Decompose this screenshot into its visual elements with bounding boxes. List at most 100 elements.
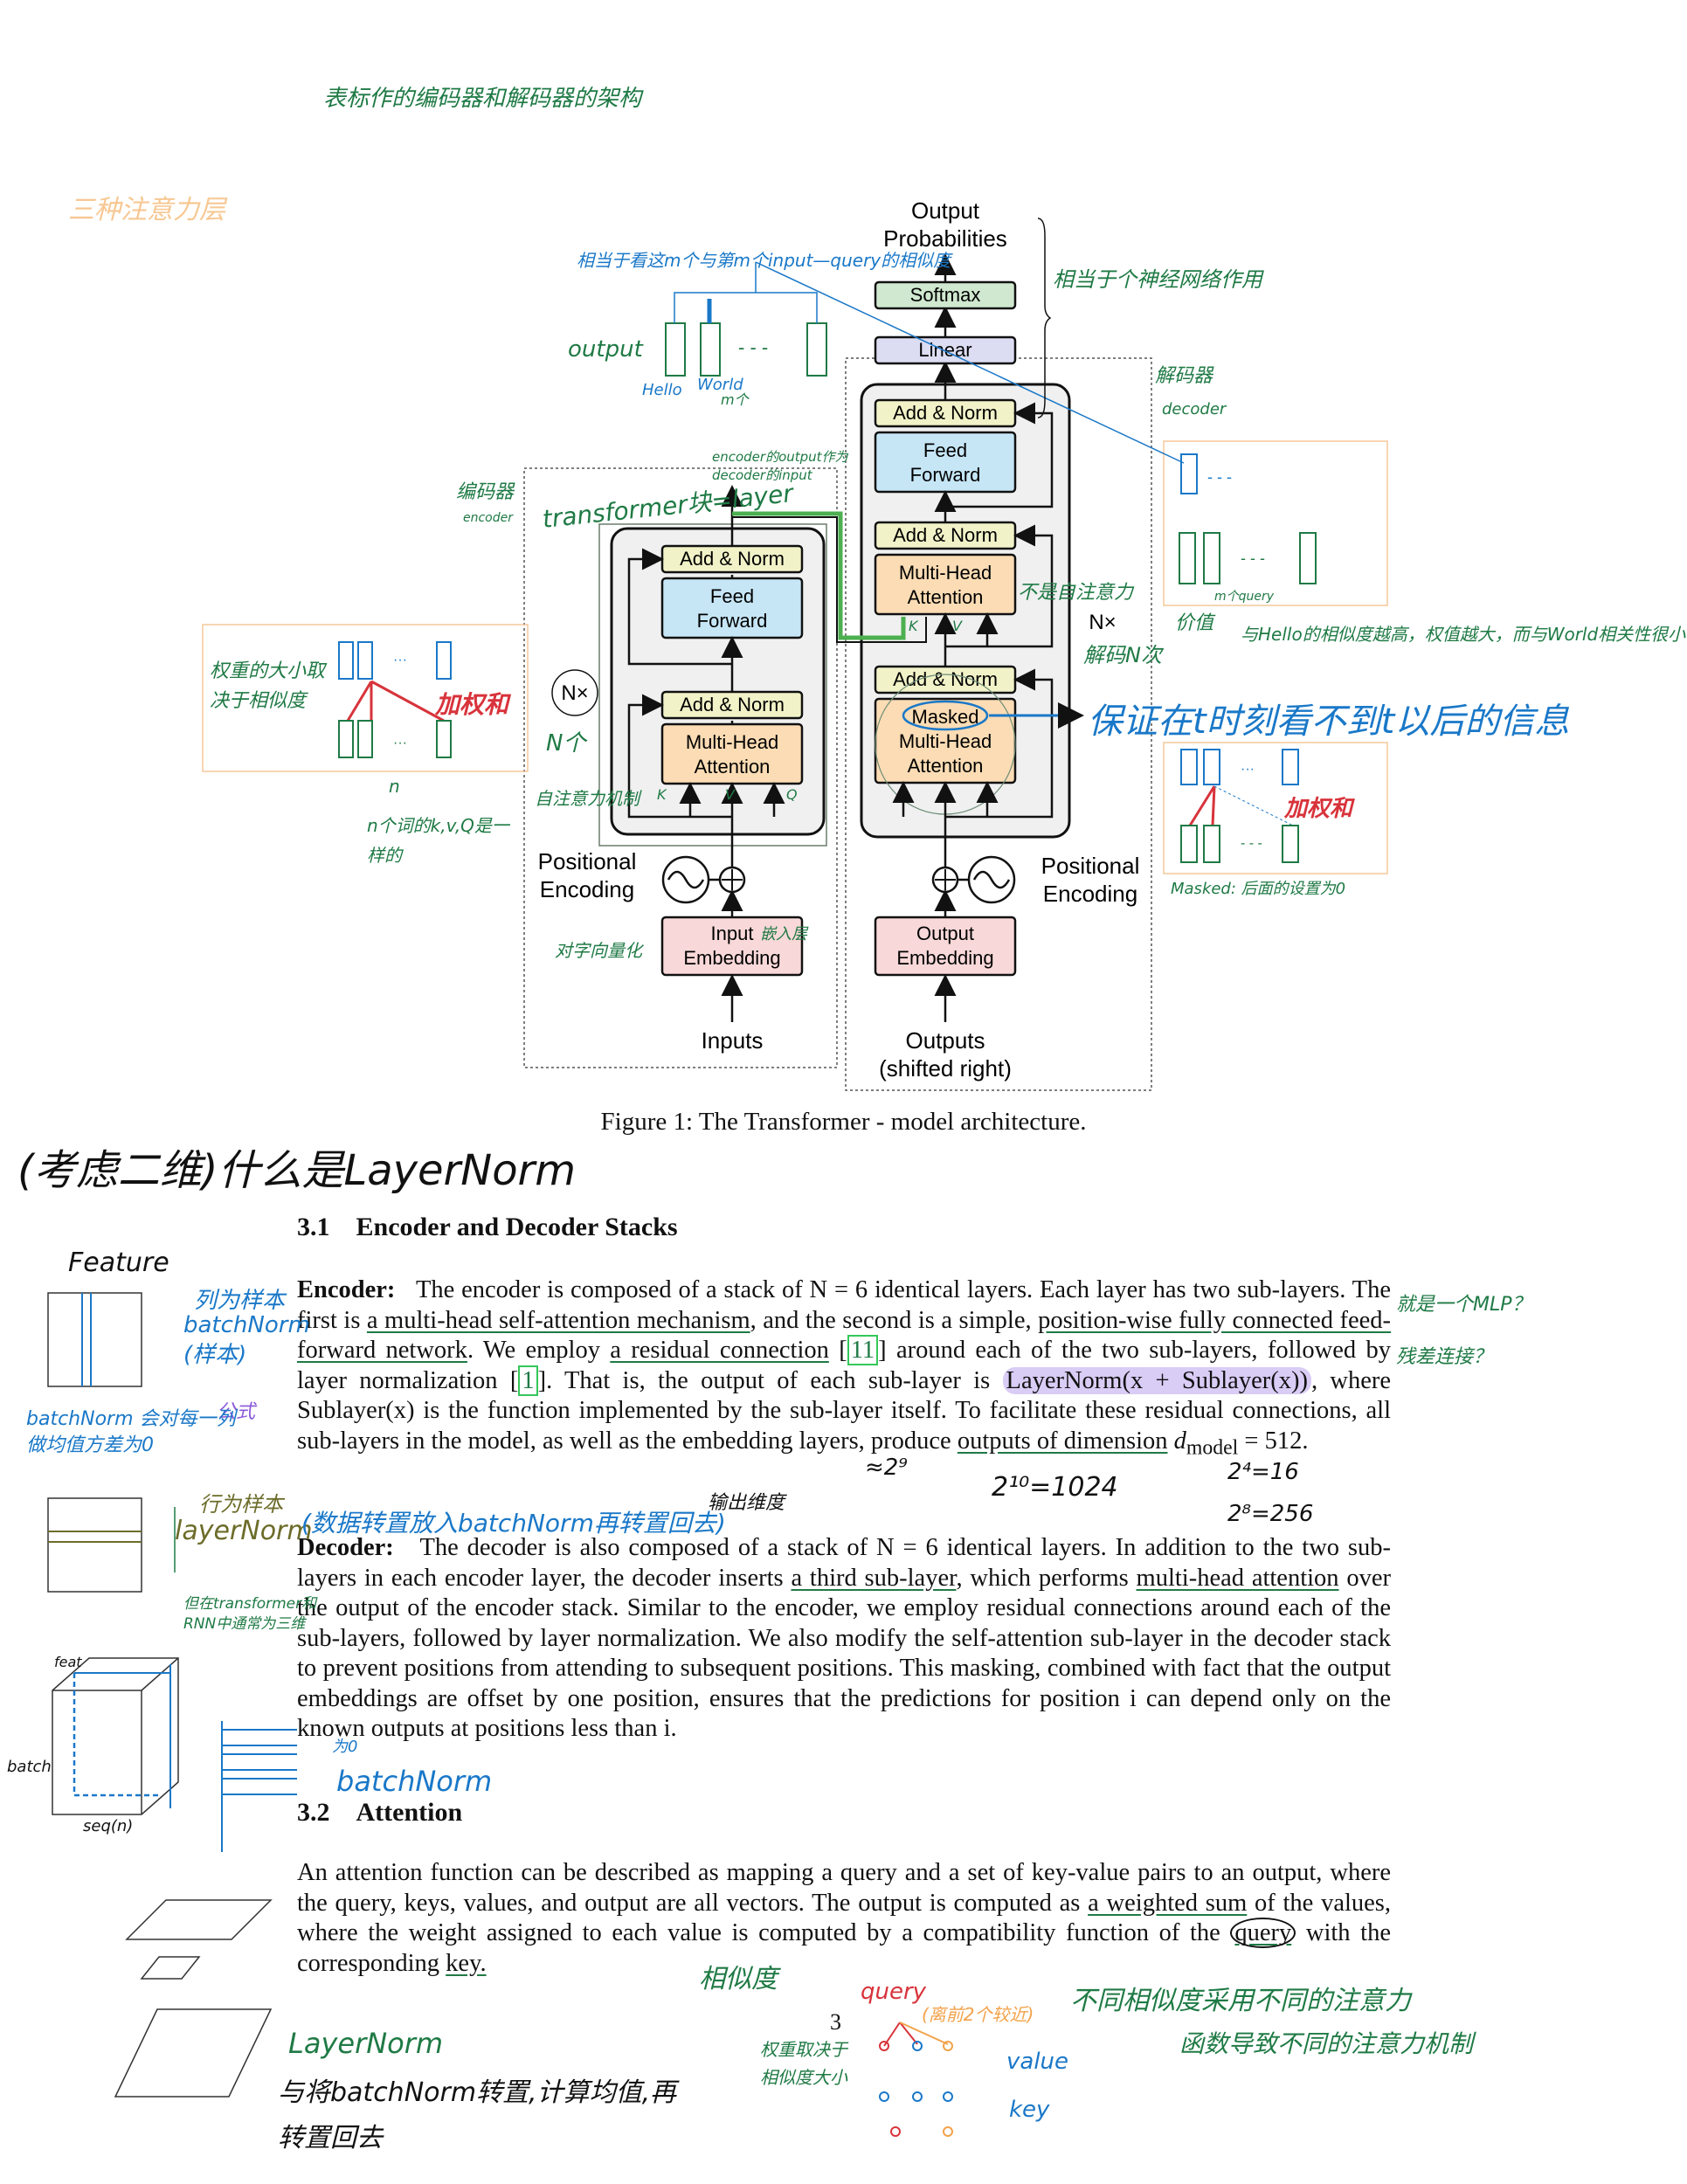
svg-text:Probabilities: Probabilities (883, 225, 1007, 252)
svg-text:- - -: - - - (1241, 549, 1265, 567)
annotation-weight-equals: 权重取决于相似度大小 (760, 2039, 847, 2088)
annotation-seq: seq(n) (83, 1817, 134, 1835)
output-probabilities: Output (911, 197, 980, 224)
svg-text:···: ··· (393, 653, 407, 667)
annotation-not-self-attention: 不是自注意力 (1018, 582, 1134, 604)
section-3-1-heading: 3.1 Encoder and Decoder Stacks (297, 1213, 678, 1241)
svg-text:- - -: - - - (1241, 836, 1262, 851)
annotation-k: K (657, 786, 667, 803)
annotation-enc-dec: encoder的output作为decoder的input (712, 449, 848, 483)
svg-text:Add & Norm: Add & Norm (893, 668, 998, 690)
svg-text:Embedding: Embedding (896, 947, 993, 969)
annotation-near-two: (离前2个较近) (922, 2004, 1034, 2025)
figure-caption: Figure 1: The Transformer - model archit… (600, 1108, 1087, 1136)
right-bottom-box (1163, 742, 1388, 874)
encoder-nx (551, 669, 598, 716)
annotation-layernorm-bottom: LayerNorm (288, 2027, 444, 2060)
svg-text:Forward: Forward (697, 610, 768, 632)
transformer-figure: Add & Norm Feed Forward Add & Norm Multi… (202, 197, 1388, 1091)
annotation-approx-29: ≈2⁹ (865, 1455, 908, 1481)
annotation-output-dim: 输出维度 (708, 1492, 785, 1514)
svg-text:Embedding: Embedding (683, 947, 780, 969)
annotation-m-query: m个query (1214, 590, 1275, 604)
svg-text:Input: Input (711, 923, 754, 944)
annotation-transformer-3d: 但在transformer和RNN中通常为三维 (183, 1595, 317, 1633)
annotation-masked-note: Masked: 后面的设置为0 (1171, 880, 1346, 898)
annotation-pow-8: 2⁸=256 (1227, 1501, 1314, 1527)
annotation-decoder-en: decoder (1162, 400, 1227, 418)
annotation-feat: feat (54, 1654, 82, 1670)
annotation-diff-sim: 不同相似度采用不同的注意力 (1070, 1986, 1411, 2016)
svg-text:- - -: - - - (1207, 468, 1232, 486)
annotation-query-similarity: 相当于看这m个与第m个input—query的相似度 (577, 250, 951, 271)
svg-text:Multi-Head: Multi-Head (686, 731, 778, 753)
annotation-hello: Hello (642, 381, 682, 399)
annotation-weighted-sum-2: 加权和 (1284, 796, 1353, 822)
svg-text:N×: N× (561, 681, 588, 705)
annotation-transpose-note: (数据转置放入batchNorm再转置回去) (301, 1509, 726, 1538)
svg-text:Attention: Attention (695, 756, 771, 778)
annotation-similarity: 相似度 (699, 1964, 778, 1994)
annotation-batchnorm-2: batchNorm (336, 1765, 493, 1798)
annotation-to-zero: 为0 (332, 1738, 358, 1756)
citation-1[interactable]: 1 (518, 1365, 538, 1396)
svg-text:Encoding: Encoding (540, 876, 634, 902)
link-self-attention: a multi-head self-attention mechanism (366, 1306, 750, 1334)
annotation-batchnorm-desc: batchNorm 会对每一列做均值方差为0 (26, 1408, 236, 1456)
annotation-weights-by-sim: 权重的大小取决于相似度 (210, 660, 326, 712)
svg-text:Feed: Feed (710, 585, 754, 607)
annotation-query: query (861, 1979, 927, 2005)
annotation-embed-layer: 嵌入层 (760, 925, 807, 943)
annotation-formula-tag: 公式 (217, 1401, 256, 1423)
svg-text:Masked: Masked (911, 706, 978, 728)
svg-text:Multi-Head: Multi-Head (899, 562, 992, 584)
annotation-per-column: 列为样本 (194, 1288, 286, 1314)
annotation-v-dec: V (952, 618, 962, 634)
svg-text:(shifted right): (shifted right) (879, 1055, 1012, 1082)
annotation-hello-world-sim: 与Hello的相似度越高，权值越大，而与World相关性很小 (1241, 624, 1686, 645)
annotation-pow-4: 2⁴=16 (1227, 1459, 1299, 1485)
qkv-sketch (879, 2022, 953, 2137)
annotation-top-title: 表标作的编码器和解码器的架构 (323, 86, 642, 112)
layernorm-formula: LayerNorm(x + Sublayer(x)) (1002, 1366, 1311, 1394)
citation-11[interactable]: 11 (847, 1335, 879, 1365)
svg-text:Add & Norm: Add & Norm (680, 694, 785, 715)
svg-text:Encoding: Encoding (1043, 881, 1137, 907)
annotation-mask-note: 保证在t时刻看不到t以后的信息 (1088, 702, 1570, 742)
annotation-v: V (725, 786, 735, 803)
svg-text:Feed: Feed (923, 439, 967, 461)
annotation-world: World (697, 376, 743, 394)
annotation-encoder-en: encoder (463, 511, 514, 525)
left-attention-box (202, 624, 529, 772)
right-top-box (1163, 440, 1388, 606)
annotation-three-attention: 三种注意力层 (68, 195, 225, 225)
annotation-batch: batch (7, 1758, 52, 1776)
annotation-m-ge: m个 (721, 391, 749, 408)
svg-text:Forward: Forward (910, 464, 981, 486)
annotation-key: key (1009, 2097, 1050, 2123)
annotation-pow-10: 2¹⁰=1024 (992, 1472, 1118, 1503)
annotation-feature: Feature (68, 1248, 169, 1278)
svg-text:Output: Output (916, 923, 974, 944)
page-number: 3 (830, 2009, 841, 2035)
svg-text:Multi-Head: Multi-Head (899, 730, 992, 752)
svg-text:···: ··· (393, 736, 407, 750)
annotation-residual-q: 残差连接？ (1396, 1346, 1493, 1368)
annotation-encoder-cn: 编码器 (456, 481, 515, 503)
svg-text:Add & Norm: Add & Norm (893, 524, 998, 546)
left-margin-sketches (47, 1292, 297, 2098)
annotation-decoder-cn: 解码器 (1155, 365, 1213, 387)
annotation-self-attention: 自注意力机制 (535, 788, 640, 809)
decoder-nx: N× (1089, 611, 1116, 634)
svg-text:Attention: Attention (908, 586, 984, 608)
annotation-layernorm-tag: layerNorm (175, 1516, 313, 1546)
annotation-vectorize: 对字向量化 (555, 940, 642, 961)
annotation-value: 价值 (1175, 612, 1214, 634)
outputs-label: Outputs (905, 1027, 985, 1054)
svg-text:Softmax: Softmax (910, 284, 981, 306)
annotation-what-layernorm: (考虑二维)什么是LayerNorm (17, 1146, 577, 1195)
section-3-2-heading: 3.2 Attention (297, 1798, 463, 1827)
svg-text:Attention: Attention (908, 755, 984, 777)
encoder-positional-encoding: Positional (538, 848, 637, 874)
annotation-value-word: value (1006, 2049, 1069, 2075)
